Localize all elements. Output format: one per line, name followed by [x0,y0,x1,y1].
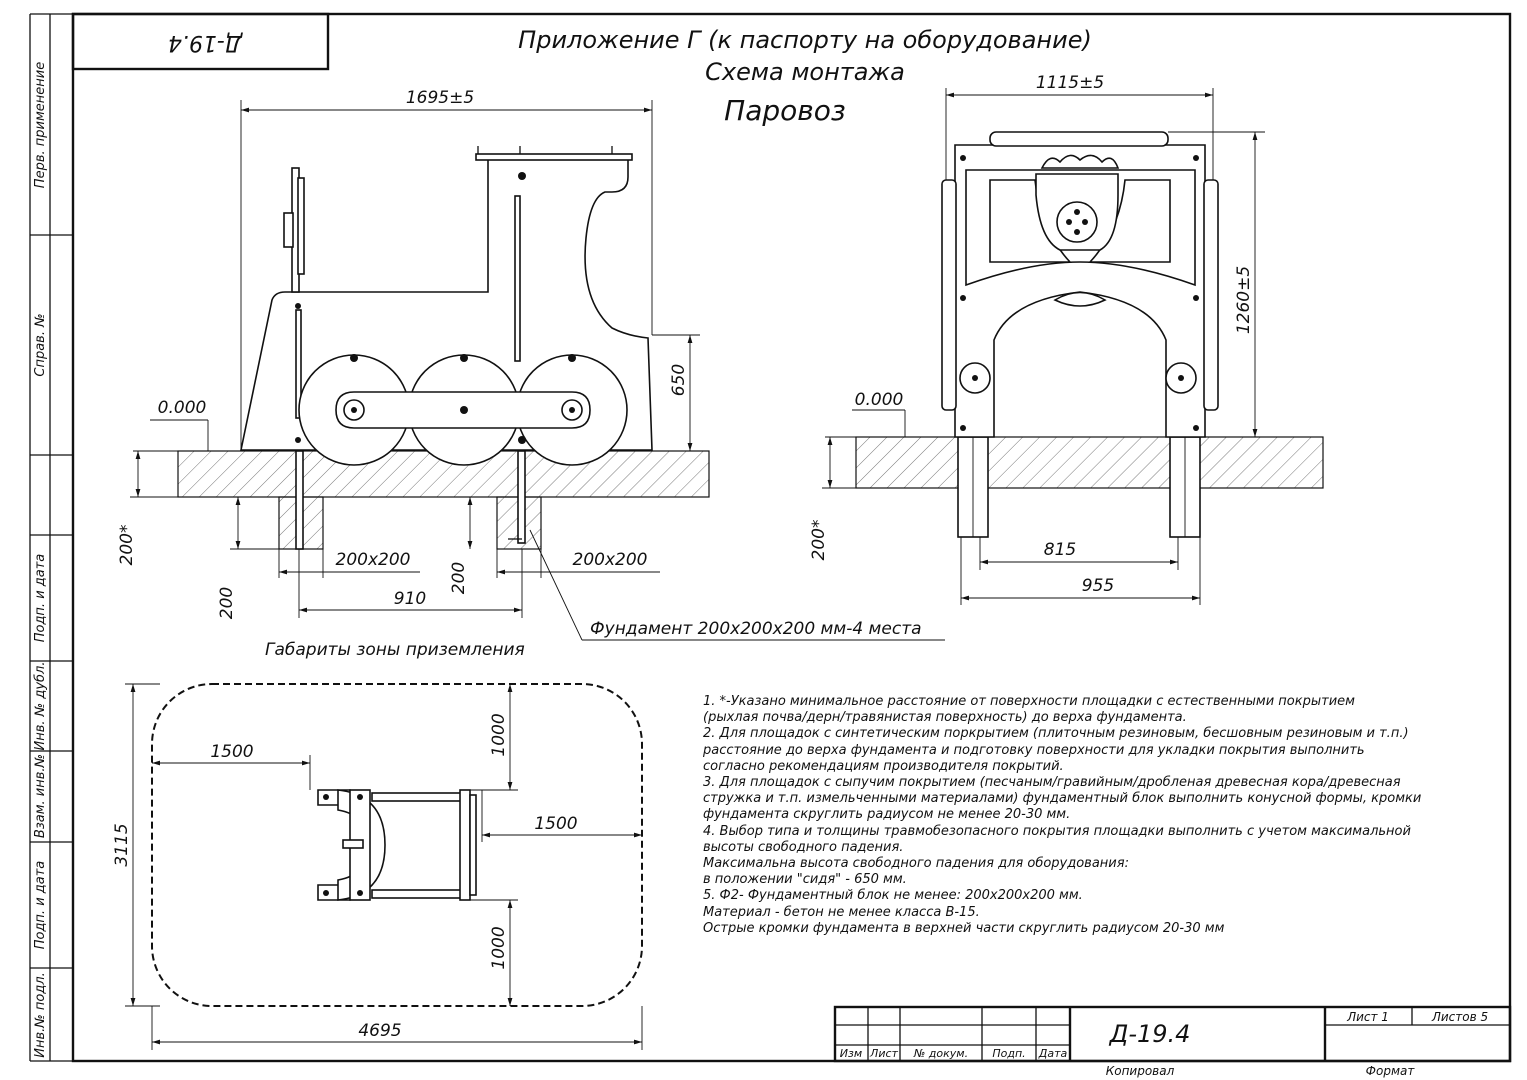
front-view: 1115±5 1260±5 0.000 200* 815 955 [809,73,1324,605]
top-stamp-text: Д-19.4 [168,30,243,55]
side-label-6: Инв.№ подл. [33,972,48,1058]
top-stamp: Д-19.4 [71,12,330,71]
ground-slab-front [855,436,1324,489]
side-width-dim: 1695±5 [406,88,474,108]
note-line: согласно рекомендациям производителя пок… [703,758,1064,774]
note-line: фундамента скруглить радиусом не менее 2… [703,807,1071,823]
zone-overall-width: 3115 [112,823,132,866]
title-block-col-date: Дата [1038,1047,1068,1060]
side-foundation-note: Фундамент 200x200x200 мм-4 места [590,619,922,639]
zone-caption: Габариты зоны приземления [265,640,525,660]
title-block-col-list: Лист [869,1047,898,1060]
landing-zone-view: Габариты зоны приземления 1500 1500 [112,640,643,1050]
side-label-3: Инв. № дубл. [33,662,48,751]
side-depth-min: 200* [117,525,137,566]
zone-bottom-offset: 1000 [489,926,509,969]
side-foundation-depth-2: 200 [449,562,469,594]
note-line: высоты свободного падения. [703,839,904,855]
title-block: Изм Лист № докум. Подп. Дата Д-19.4 Лист… [833,1005,1512,1078]
left-binding-strip: Перв. применение Справ. № Подп. и дата И… [29,13,73,1062]
side-label-4: Взам. инв.№ [33,754,48,838]
zone-right-offset: 1500 [534,814,577,834]
side-foundation-size-left: 200x200 [336,550,411,570]
note-line: Материал - бетон не менее класса В-15. [703,904,980,920]
title-block-format: Формат [1366,1064,1416,1078]
front-inner-width: 815 [1044,540,1076,560]
zone-left-offset: 1500 [210,742,253,762]
front-outer-width: 955 [1082,576,1114,596]
side-foundation-size-right: 200x200 [573,550,648,570]
notes-block: 1. *-Указано минимальное расстояние от п… [703,694,1483,937]
side-view: 1695±5 650 0.000 200* 200 200 200x200 20… [117,88,945,641]
front-depth-min: 200* [809,520,829,561]
title-block-col-doc: № докум. [913,1047,968,1060]
title-block-designation: Д-19.4 [1109,1020,1191,1048]
side-label-5: Подп. и дата [33,861,48,950]
front-width-dim: 1115±5 [1036,73,1104,93]
note-line: 4. Выбор типа и толщины травмобезопасног… [703,823,1411,839]
side-height-dim: 650 [669,364,689,396]
zone-overall-length: 4695 [358,1021,401,1041]
side-label-2: Подп. и дата [33,554,48,643]
equipment-top-view [317,789,477,901]
title-block-sheets: Листов 5 [1431,1010,1488,1024]
title-block-copied: Копировал [1106,1064,1175,1078]
note-line: 3. Для площадок с сыпучим покрытием (пес… [703,775,1401,791]
note-line: Острые кромки фундамента в верхней части… [703,920,1225,936]
front-level: 0.000 [855,390,904,410]
side-label-0: Перв. применение [33,62,48,188]
note-line: (рыхлая почва/дерн/травянистая поверхнос… [703,710,1187,726]
note-line: 1. *-Указано минимальное расстояние от п… [703,694,1355,709]
zone-top-offset: 1000 [489,713,509,756]
side-label-1: Справ. № [33,313,48,376]
title-scheme: Схема монтажа [705,58,905,86]
title-block-col-sign: Подп. [992,1047,1025,1060]
ground-slab-side [177,450,710,498]
note-line: 2. Для площадок с синтетическим поркрыти… [703,726,1409,742]
note-line: расстояние до верха фундамента и подгото… [703,742,1365,758]
front-height-dim: 1260±5 [1234,266,1254,334]
note-line: стружка и т.п. измельченными материалами… [703,791,1422,807]
title-product: Паровоз [724,94,846,127]
note-line: Максимальна высота свободного падения дл… [703,856,1129,872]
title-block-col-izm: Изм [840,1047,862,1060]
side-level: 0.000 [158,398,207,418]
sheet-border [71,12,1512,1063]
side-foundation-depth: 200 [217,587,237,619]
landing-zone-outline [151,683,643,1007]
note-line: в положении "сидя" - 650 мм. [703,872,907,888]
title-block-sheet: Лист 1 [1346,1010,1389,1024]
title-appendix: Приложение Г (к паспорту на оборудование… [518,26,1092,54]
side-pitch: 910 [394,589,426,609]
note-line: 5. Ф2- Фундаментный блок не менее: 200x2… [703,888,1083,904]
